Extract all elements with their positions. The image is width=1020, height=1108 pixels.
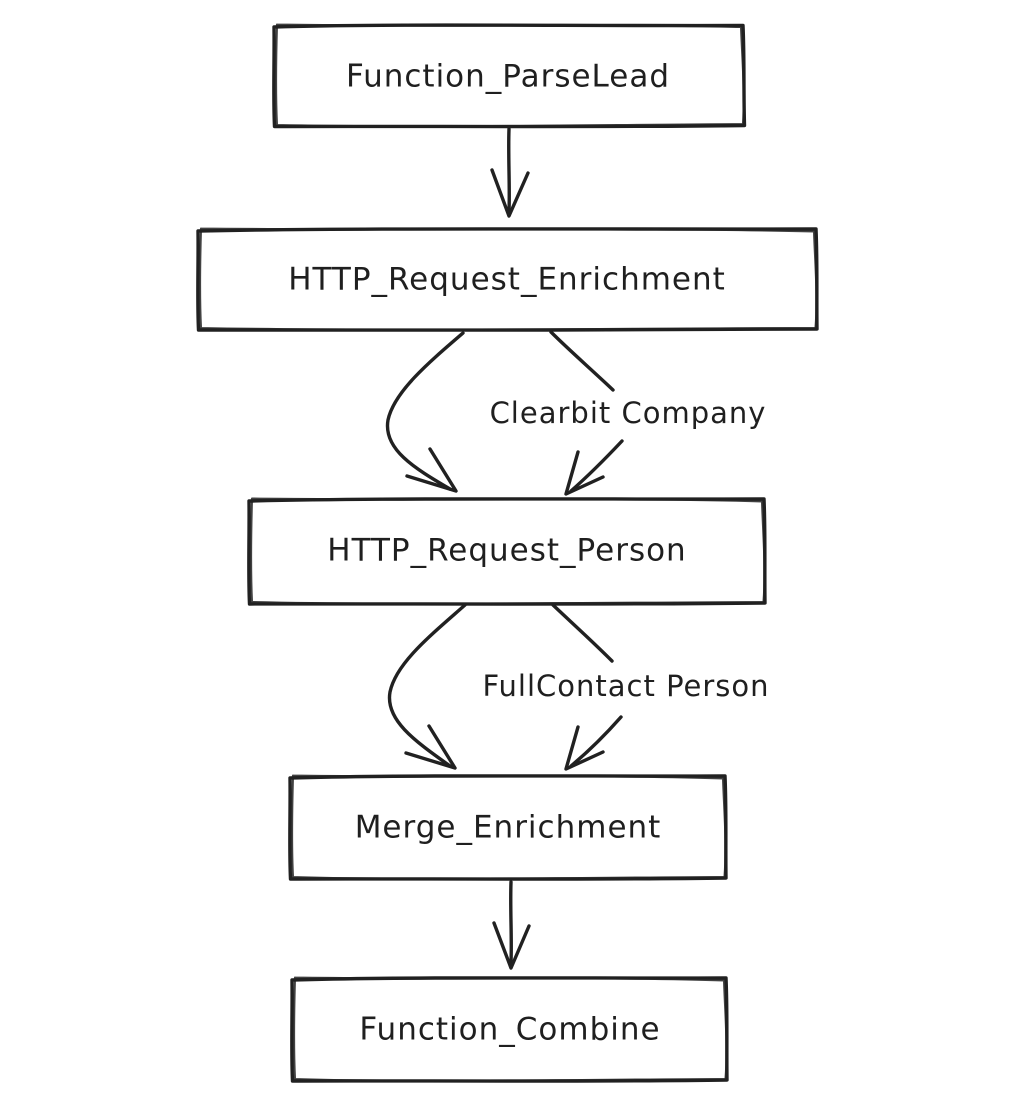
edge-enrichment-to-person[interactable]: Clearbit Company — [385, 330, 767, 496]
edge-person-to-merge[interactable]: FullContact Person — [387, 603, 769, 771]
node-box-fill — [292, 978, 727, 1081]
edge-merge-to-combine[interactable] — [492, 880, 531, 970]
node-label: Function_Combine — [359, 1012, 660, 1048]
edge-right-upper-line[interactable] — [549, 330, 615, 392]
edge-right-upper-line[interactable] — [551, 603, 614, 663]
node-http-request-person[interactable]: HTTP_Request_Person — [247, 497, 767, 606]
arrowhead-icon — [564, 450, 605, 496]
arrowhead-icon — [564, 725, 605, 771]
node-label: HTTP_Request_Enrichment — [288, 262, 726, 298]
node-box-outline-pass2 — [199, 227, 818, 331]
edge-line[interactable] — [509, 880, 513, 965]
node-box-fill — [290, 776, 726, 879]
edge-right-lower-line[interactable] — [569, 439, 624, 493]
edge-label-clearbit-company: Clearbit Company — [490, 396, 767, 430]
node-label: Function_ParseLead — [346, 59, 670, 95]
node-merge-enrichment[interactable]: Merge_Enrichment — [288, 774, 728, 881]
node-box-fill — [249, 499, 765, 604]
edge-left-curve[interactable] — [387, 603, 467, 768]
node-function-combine[interactable]: Function_Combine — [290, 976, 729, 1083]
node-box-outline-pass2 — [291, 774, 727, 880]
node-box-fill — [274, 25, 745, 127]
edge-right-lower-line[interactable] — [569, 715, 623, 768]
edge-label-fullcontact-person: FullContact Person — [482, 669, 769, 703]
node-label: Merge_Enrichment — [355, 810, 662, 846]
node-box-outline-pass2 — [293, 976, 728, 1082]
node-box-outline-pass2 — [250, 497, 766, 605]
node-box-fill — [198, 229, 817, 330]
edge-parselead-to-enrichment[interactable] — [490, 127, 530, 218]
node-function-parselead[interactable]: Function_ParseLead — [272, 23, 747, 129]
node-label: HTTP_Request_Person — [327, 533, 686, 569]
node-http-request-enrichment[interactable]: HTTP_Request_Enrichment — [196, 227, 819, 332]
arrowhead-icon — [490, 168, 530, 218]
arrowhead-icon — [405, 447, 458, 493]
node-box-outline-pass2 — [275, 23, 745, 128]
arrowhead-icon — [492, 921, 531, 970]
edge-left-curve[interactable] — [385, 331, 465, 491]
edge-line[interactable] — [507, 127, 511, 214]
arrowhead-icon — [404, 724, 457, 770]
